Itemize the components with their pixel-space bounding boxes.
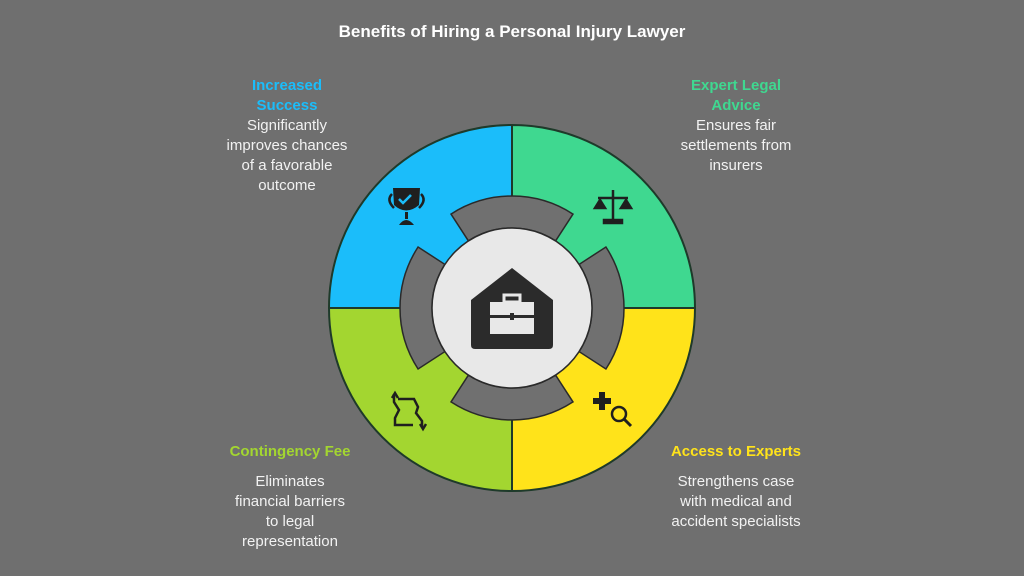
- item-access-to-experts: Access to Experts Strengthens case with …: [636, 442, 836, 532]
- item-heading: Access to Experts: [670, 443, 802, 460]
- item-description: Strengthens case with medical and accide…: [671, 473, 801, 530]
- trophy-check-icon: [388, 188, 425, 225]
- item-contingency-fee: Contingency Fee Eliminates financial bar…: [190, 442, 390, 552]
- item-description: Ensures fair settlements from insurers: [680, 117, 792, 174]
- item-description: Eliminates financial barriers to legal r…: [234, 473, 346, 550]
- item-heading: Increased Success: [251, 77, 323, 114]
- item-expert-legal-advice: Expert Legal Advice Ensures fair settlem…: [651, 76, 821, 176]
- item-heading: Contingency Fee: [229, 443, 351, 460]
- exchange-icon: [390, 390, 428, 432]
- item-description: Significantly improves chances of a favo…: [226, 117, 348, 194]
- medical-search-icon: [593, 392, 633, 428]
- scales-icon: [592, 190, 634, 225]
- page-title: Benefits of Hiring a Personal Injury Law…: [338, 22, 686, 41]
- briefcase-house-icon: [471, 268, 553, 349]
- item-heading: Expert Legal Advice: [690, 77, 782, 114]
- item-increased-success: Increased Success Significantly improves…: [202, 76, 372, 196]
